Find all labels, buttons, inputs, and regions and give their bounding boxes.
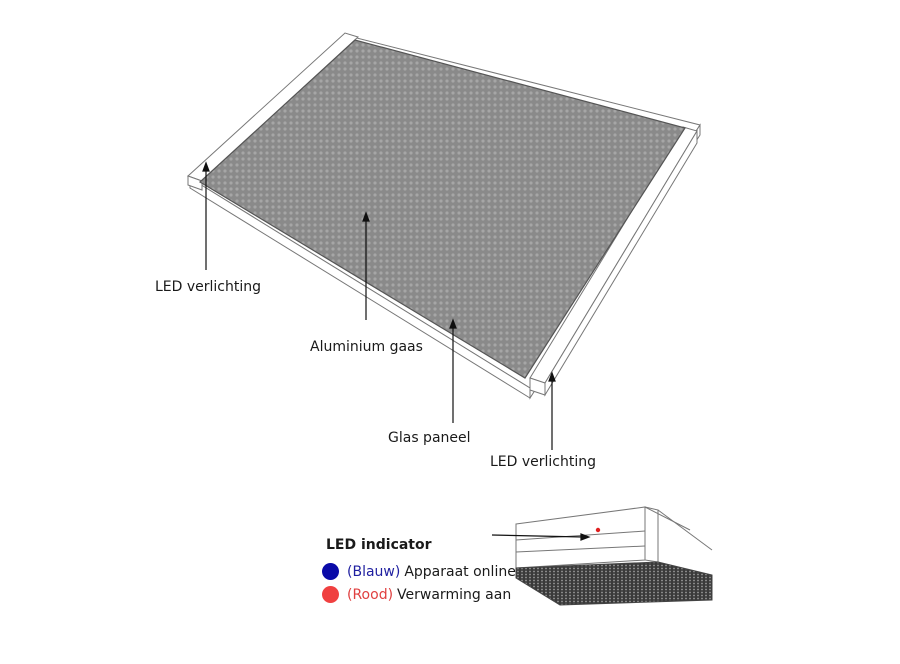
legend-title: LED indicator: [326, 537, 432, 553]
indicator-closeup: [515, 506, 713, 606]
callout-lines: [202, 161, 556, 450]
right-led-strip: [529, 126, 698, 397]
legend-item-blue: (Blauw) Apparaat online: [322, 563, 516, 580]
indicator-arrow: [491, 533, 591, 541]
left-led-strip: [187, 32, 359, 191]
led-indicator-dot: [595, 527, 601, 533]
label-glass-panel: Glas paneel: [388, 430, 471, 446]
red-dot-icon: [322, 586, 339, 603]
blue-dot-icon: [322, 563, 339, 580]
label-aluminium-mesh: Aluminium gaas: [310, 339, 423, 355]
legend-item-red: (Rood) Verwarming aan: [322, 586, 511, 603]
legend-text: Verwarming aan: [397, 586, 512, 603]
legend-color-word: (Blauw): [347, 563, 401, 580]
legend-text: Apparaat online: [404, 563, 516, 580]
legend-color-word: (Rood): [347, 586, 394, 603]
label-led-right: LED verlichting: [490, 454, 597, 470]
label-led-left: LED verlichting: [155, 279, 262, 295]
aluminium-mesh: [199, 39, 686, 379]
